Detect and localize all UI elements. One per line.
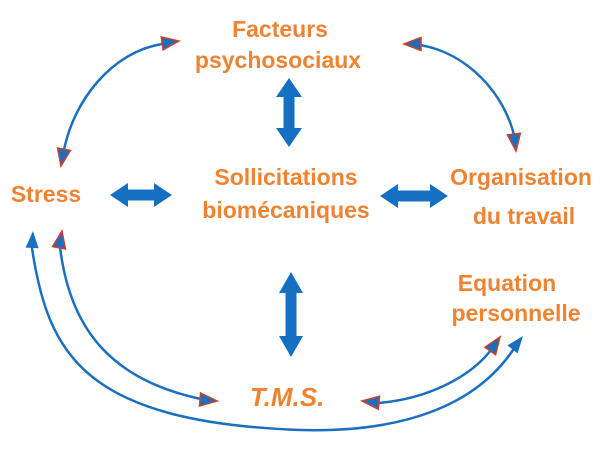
arrowhead-to-stress-lower — [51, 228, 67, 250]
arrowhead-to-tms-right — [359, 395, 381, 411]
curved-arrow-facteurs-organisation — [401, 36, 522, 154]
curved-arrow-stress-facteurs — [56, 36, 182, 169]
arrowhead-to-equation-outer — [507, 336, 523, 354]
thick-double-arrow-sollicitations-organisation — [380, 184, 448, 208]
label-organisation-line2: du travail — [473, 203, 575, 229]
label-sollicitations-line1: Sollicitations — [214, 164, 357, 190]
label-equation-line2: personnelle — [451, 300, 580, 326]
arrowhead-to-tms-left — [198, 391, 220, 408]
label-organisation-line1: Organisation — [450, 164, 592, 190]
curved-arrow-stress-equation — [25, 231, 523, 432]
label-facteurs-line1: Facteurs — [232, 16, 328, 42]
label-facteurs-line2: psychosociaux — [195, 47, 361, 73]
label-sollicitations-line2: biomécaniques — [202, 197, 369, 223]
label-stress: Stress — [11, 181, 81, 207]
arrowhead-to-stress-outer — [25, 231, 39, 249]
arrowhead-to-equation-inner — [483, 335, 502, 356]
label-equation-line1: Equation — [458, 270, 556, 296]
curved-arrow-stress-tms — [51, 228, 220, 408]
arrowhead-to-facteurs-right — [401, 36, 422, 52]
arrowhead-to-facteurs — [160, 36, 182, 51]
thick-double-arrow-sollicitations-tms — [279, 272, 303, 357]
thick-double-arrow-stress-sollicitations — [110, 183, 172, 207]
thick-double-arrow-facteurs-sollicitations — [276, 78, 302, 147]
arrowhead-to-stress — [56, 147, 72, 169]
curved-arrow-tms-equation — [359, 335, 502, 411]
label-tms: T.M.S. — [250, 382, 325, 412]
arrowhead-to-organisation — [506, 132, 522, 154]
